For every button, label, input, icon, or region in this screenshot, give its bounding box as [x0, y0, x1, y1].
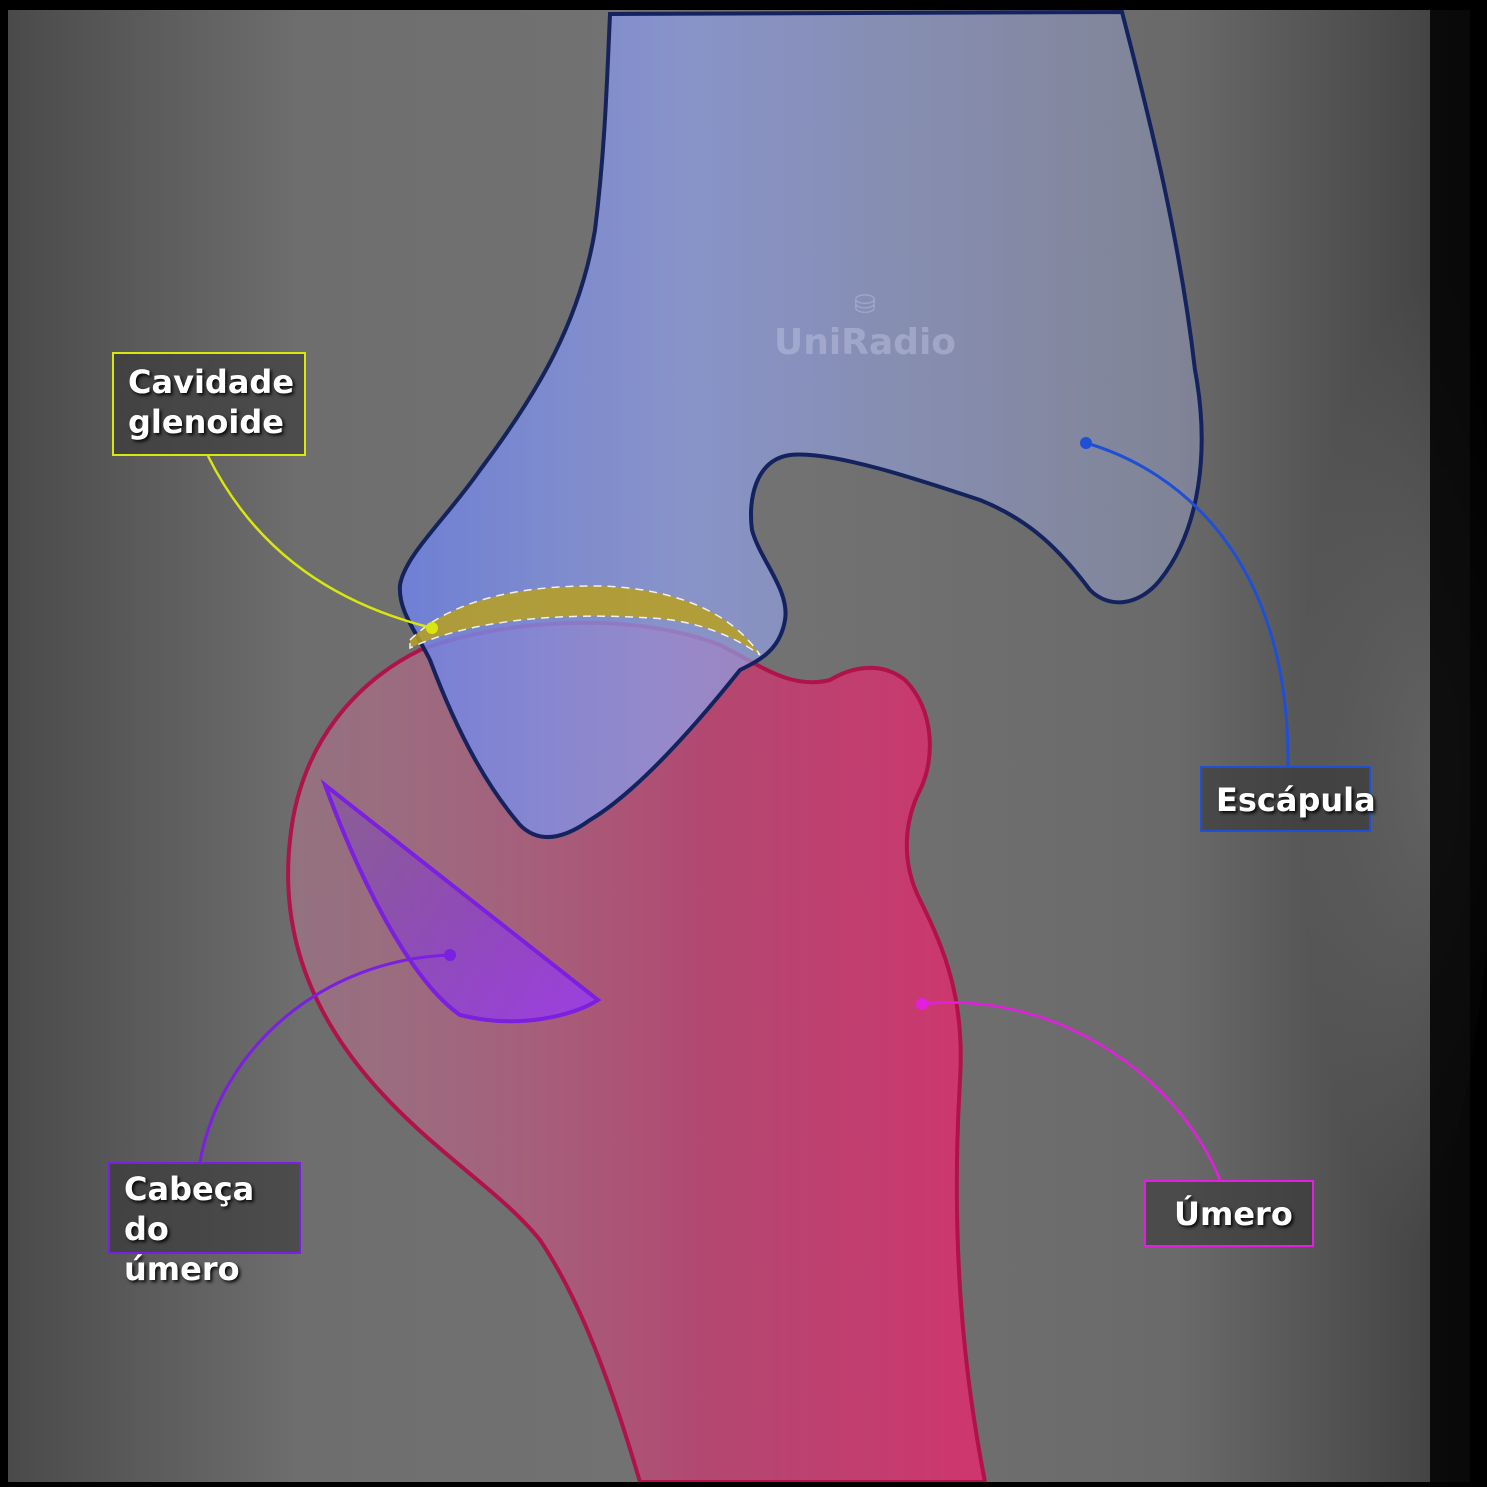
label-umero: Úmero — [1144, 1180, 1314, 1247]
umero-pointer-dot — [916, 998, 928, 1010]
label-glenoid-line1: Cavidade — [128, 362, 290, 402]
right-dark-edge — [1430, 10, 1487, 1482]
escapula-pointer-dot — [1080, 437, 1092, 449]
glenoid-pointer-dot — [426, 622, 438, 634]
label-cabeca-line1: Cabeça do — [124, 1169, 285, 1249]
cabeca-pointer-dot — [444, 949, 456, 961]
label-glenoid-line2: glenoide — [128, 402, 290, 442]
uniradio-watermark: ⛁ UniRadio — [760, 290, 970, 380]
watermark-text: UniRadio — [760, 320, 970, 366]
label-escapula-text: Escápula — [1216, 780, 1355, 820]
shield-logo-icon: ⛁ — [760, 290, 970, 320]
label-cabeca-line2: úmero — [124, 1249, 285, 1289]
label-escapula: Escápula — [1200, 766, 1371, 832]
label-umero-text: Úmero — [1174, 1194, 1312, 1234]
label-cavidade-glenoide: Cavidade glenoide — [112, 352, 306, 456]
label-cabeca-do-umero: Cabeça do úmero — [108, 1162, 301, 1254]
